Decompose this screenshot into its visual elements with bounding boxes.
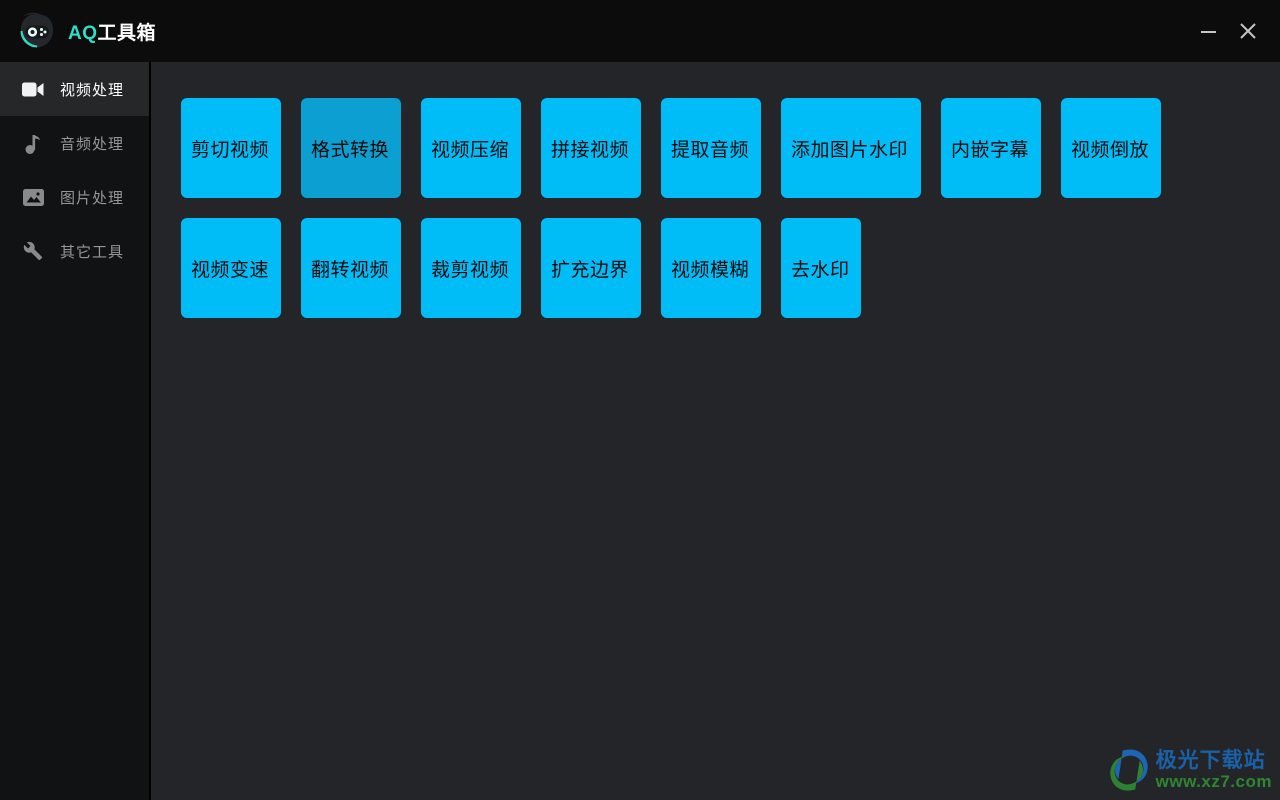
sidebar-item-audio-processing[interactable]: 音频处理 bbox=[0, 116, 149, 170]
window-controls bbox=[1188, 0, 1268, 62]
tool-button-format-convert[interactable]: 格式转换 bbox=[301, 98, 401, 198]
tool-button-flip-video[interactable]: 翻转视频 bbox=[301, 218, 401, 318]
tool-button-add-image-watermark[interactable]: 添加图片水印 bbox=[781, 98, 921, 198]
sidebar-item-image-processing[interactable]: 图片处理 bbox=[0, 170, 149, 224]
app-title: AQ工具箱 bbox=[68, 18, 156, 45]
tool-button-video-blur[interactable]: 视频模糊 bbox=[661, 218, 761, 318]
tool-button-reverse-video[interactable]: 视频倒放 bbox=[1061, 98, 1161, 198]
tool-button-crop-video[interactable]: 裁剪视频 bbox=[421, 218, 521, 318]
sidebar-item-label: 图片处理 bbox=[60, 189, 125, 207]
sidebar-item-label: 视频处理 bbox=[60, 81, 125, 99]
sidebar-item-label: 音频处理 bbox=[60, 135, 125, 153]
tool-grid: 剪切视频 格式转换 视频压缩 拼接视频 提取音频 添加图片水印 内嵌字幕 视频倒… bbox=[153, 62, 1280, 800]
sidebar-item-label: 其它工具 bbox=[60, 243, 125, 261]
tool-button-join-video[interactable]: 拼接视频 bbox=[541, 98, 641, 198]
close-icon bbox=[1240, 23, 1256, 39]
tool-grid-row-1: 剪切视频 格式转换 视频压缩 拼接视频 提取音频 添加图片水印 内嵌字幕 视频倒… bbox=[181, 98, 1280, 198]
app-title-rest: 工具箱 bbox=[97, 22, 157, 44]
close-button[interactable] bbox=[1228, 11, 1268, 51]
sidebar-item-other-tools[interactable]: 其它工具 bbox=[0, 224, 149, 278]
tool-button-extract-audio[interactable]: 提取音频 bbox=[661, 98, 761, 198]
wrench-icon bbox=[22, 240, 44, 262]
minimize-button[interactable] bbox=[1188, 11, 1228, 51]
tool-button-remove-watermark[interactable]: 去水印 bbox=[781, 218, 861, 318]
app-logo-icon bbox=[16, 10, 58, 52]
tool-button-video-compress[interactable]: 视频压缩 bbox=[421, 98, 521, 198]
tool-button-video-speed[interactable]: 视频变速 bbox=[181, 218, 281, 318]
tool-grid-row-2: 视频变速 翻转视频 裁剪视频 扩充边界 视频模糊 去水印 bbox=[181, 218, 1280, 318]
app-title-accent: AQ bbox=[68, 22, 98, 44]
sidebar-item-video-processing[interactable]: 视频处理 bbox=[0, 62, 149, 116]
video-camera-icon bbox=[22, 78, 44, 100]
titlebar: AQ工具箱 bbox=[0, 0, 1280, 62]
image-icon bbox=[22, 186, 44, 208]
sidebar: 视频处理 音频处理 图片处理 bbox=[0, 62, 151, 800]
tool-button-expand-border[interactable]: 扩充边界 bbox=[541, 218, 641, 318]
tool-button-embed-subtitle[interactable]: 内嵌字幕 bbox=[941, 98, 1041, 198]
minimize-icon bbox=[1200, 30, 1216, 33]
tool-button-cut-video[interactable]: 剪切视频 bbox=[181, 98, 281, 198]
music-note-icon bbox=[22, 132, 44, 154]
